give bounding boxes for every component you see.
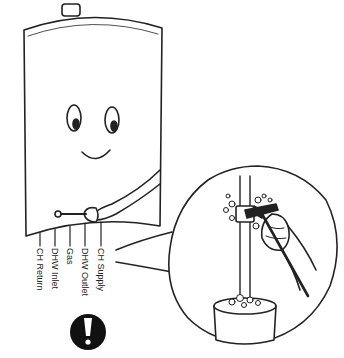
warning-icon [70, 314, 106, 350]
brush [58, 213, 86, 215]
pupil [73, 119, 79, 129]
pipe-label: DHW Inlet [50, 248, 60, 289]
warning-dot [85, 339, 90, 344]
soap-bucket [214, 299, 276, 344]
pipe-label: CH Return [35, 248, 45, 291]
eye [67, 105, 81, 131]
arm [282, 226, 316, 290]
smile [82, 150, 110, 159]
pipe-label: Gas [65, 248, 75, 265]
eye [105, 107, 119, 133]
leader-line [116, 262, 172, 272]
boiler-body [24, 17, 162, 236]
pipes [40, 222, 101, 246]
gas-pipe [239, 176, 240, 300]
pupil [111, 121, 117, 131]
boiler-top [62, 4, 80, 16]
pipe-label: DHW Outlet [80, 248, 90, 296]
soap-bubbles [229, 295, 261, 308]
brush-head [252, 206, 264, 218]
arm [96, 184, 160, 220]
boiler-edge [28, 24, 158, 36]
gas-pipe [249, 176, 250, 300]
warning-mark [84, 318, 92, 336]
bucket-rim [214, 298, 276, 314]
bubble [55, 211, 61, 217]
leader-line [116, 232, 172, 250]
pipe-label: CH Supply [96, 248, 106, 291]
